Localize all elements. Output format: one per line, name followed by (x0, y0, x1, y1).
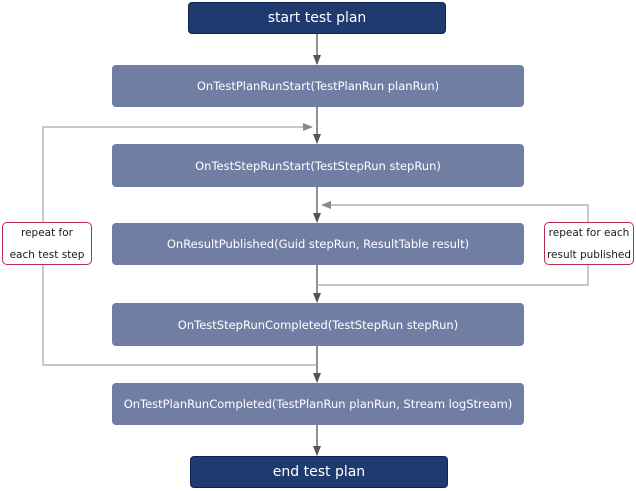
plan-run-start-node: OnTestPlanRunStart(TestPlanRun planRun) (112, 65, 524, 107)
plan-run-start-label: OnTestPlanRunStart(TestPlanRun planRun) (196, 79, 440, 93)
note-repeat-each-result: repeat for each result published (544, 222, 634, 265)
step-run-completed-node: OnTestStepRunCompleted(TestStepRun stepR… (112, 303, 524, 346)
step-run-start-label: OnTestStepRunStart(TestStepRun stepRun) (195, 158, 441, 173)
result-published-label: OnResultPublished(Guid stepRun, ResultTa… (166, 237, 470, 251)
start-node-label: start test plan (267, 10, 367, 26)
step-run-start-node: OnTestStepRunStart(TestStepRun stepRun) (112, 144, 524, 187)
note-result-line2: result published (546, 248, 632, 261)
note-test-step-line1: repeat for (21, 226, 73, 239)
note-result-line1: repeat for each (548, 226, 630, 239)
start-node: start test plan (188, 2, 446, 34)
end-node-label: end test plan (272, 464, 366, 480)
result-published-node: OnResultPublished(Guid stepRun, ResultTa… (112, 223, 524, 265)
plan-run-completed-node: OnTestPlanRunCompleted(TestPlanRun planR… (112, 383, 524, 425)
note-test-step-line2: each test step (9, 248, 85, 261)
note-repeat-each-test-step: repeat for each test step (2, 222, 92, 265)
end-node: end test plan (190, 456, 448, 488)
plan-run-completed-label: OnTestPlanRunCompleted(TestPlanRun planR… (123, 397, 513, 411)
step-run-completed-label: OnTestStepRunCompleted(TestStepRun stepR… (177, 317, 459, 332)
